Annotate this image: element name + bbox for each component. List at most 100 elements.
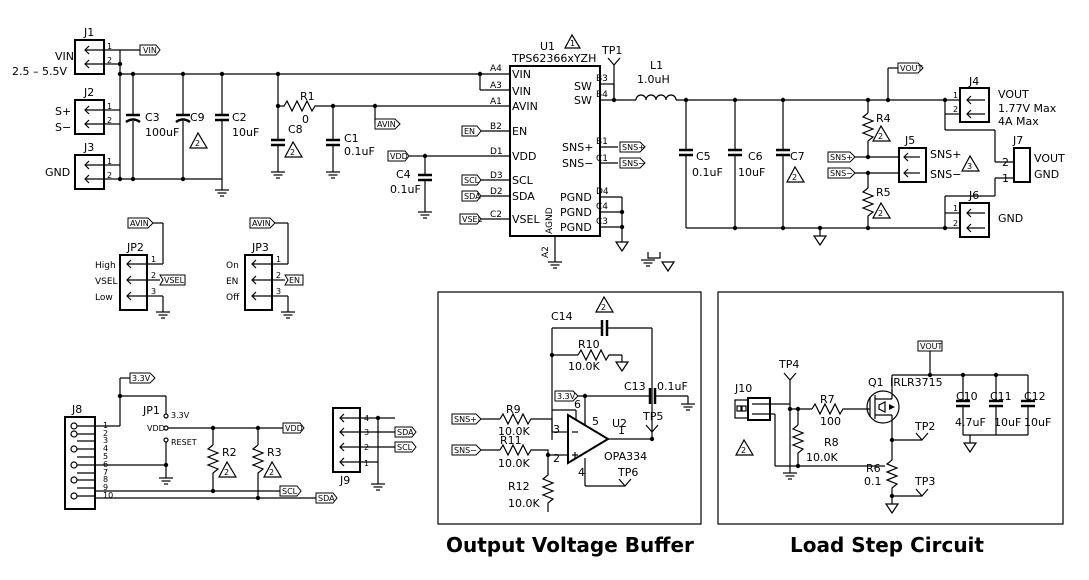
j8-pin8: 8: [103, 475, 108, 484]
u1-pin-a3-name: VIN: [512, 85, 531, 98]
c4-value: 0.1uF: [390, 183, 421, 196]
snsp-flag-buffer: SNS+: [454, 415, 477, 424]
vout-flag-top: [897, 62, 924, 74]
c6-value: 10uF: [738, 166, 765, 179]
j5-label-sp: SNS+: [930, 148, 961, 161]
v33-flag-j8-label: 3.3V: [132, 374, 151, 383]
r4-ref: R4: [876, 112, 891, 125]
vdd-flag-u1: [387, 150, 410, 162]
u2-pin2: 2: [553, 452, 560, 465]
jp2-low: Low: [95, 293, 113, 303]
u1-pin-a4-name: VIN: [512, 68, 531, 81]
r10-value: 10.0K: [568, 360, 600, 373]
jp3-en-flag: EN: [289, 276, 300, 285]
u2-pin1: 1: [618, 424, 625, 437]
r11-value: 10.0K: [498, 457, 530, 470]
u1-pin-d4-name: PGND: [560, 191, 592, 204]
c9-note: 2: [195, 139, 200, 148]
j8-pin1: 1: [103, 421, 108, 430]
j4-label-vout: VOUT: [998, 88, 1029, 101]
snsp-flag-right-label: SNS+: [830, 153, 853, 162]
j7-pin2: 2: [1002, 156, 1009, 169]
jp1-jumper: JP1 3.3V VDD RESET: [142, 404, 197, 447]
j5-connector: J5 SNS+ SNS− 3: [898, 134, 981, 183]
r5-note: 2: [878, 209, 883, 218]
r4-note: 2: [878, 132, 883, 141]
r4: R4 2: [861, 97, 892, 157]
c3: C3 100uF: [125, 71, 179, 182]
vout-flag-top-label: VOUT: [900, 64, 922, 73]
jp1-ref: JP1: [142, 404, 160, 417]
jp2-ref: JP2: [126, 241, 144, 254]
c13-ref: C13: [624, 380, 646, 393]
j8-pin6: 6: [103, 460, 108, 469]
c6-ref: C6: [748, 150, 763, 163]
j2-connector: J2 1 2 S+ S−: [55, 86, 112, 135]
c2-value: 10uF: [232, 126, 259, 139]
j3-connector: J3 1 2 GND: [45, 141, 112, 190]
q1-part: IRLR3715: [890, 376, 943, 389]
u1-pin-a2: A2: [541, 246, 551, 258]
j4-ref: J4: [968, 75, 979, 88]
jp1-p3: RESET: [171, 438, 197, 447]
u1-pin-c1: C1: [596, 154, 608, 164]
j5-note: 3: [967, 162, 972, 171]
u1-pin-d1: D1: [490, 147, 503, 157]
u1-pin-c2: C2: [490, 210, 502, 220]
j1-label-vin: VIN: [55, 50, 74, 63]
sda-flag-j8-label: SDA: [318, 494, 335, 503]
sda-flag-j9-label: SDA: [397, 428, 414, 437]
jp3-pin3: 3: [276, 287, 281, 296]
u1-pin-c3: C3: [596, 217, 608, 227]
c8: C8 2: [270, 106, 304, 179]
u1-pin-c1-name: SNS−: [562, 157, 593, 170]
jp2-pin1: 1: [151, 255, 156, 264]
u1-pin-d3: D3: [490, 171, 503, 181]
c10-ref: C10: [956, 390, 978, 403]
load-section: Load Step Circuit J10 2 TP4 R7 100 R8 10…: [717, 291, 1064, 557]
jp2-pin2: 2: [151, 271, 156, 280]
l1-inductor: L1 1.0uH: [614, 59, 960, 101]
j8-pin10: 10: [103, 491, 113, 500]
c4: C4 0.1uF: [390, 153, 433, 219]
r2-note: 2: [224, 468, 229, 477]
scl-flag-u1-label: SCL: [464, 176, 480, 185]
en-flag-u1-label: EN: [464, 127, 475, 136]
u1-note: 1: [570, 39, 575, 48]
c8-note: 2: [290, 148, 295, 157]
jp1-p1: 3.3V: [171, 411, 190, 420]
c9: C9 2: [175, 71, 209, 182]
tp1-ref: TP1: [601, 44, 622, 57]
vsel-flag-u1-label: VSEL: [462, 215, 483, 224]
j7-ref: J7: [1012, 134, 1023, 147]
j6-pin1: 1: [953, 204, 958, 213]
c12-value: 10uF: [1024, 416, 1051, 429]
u1-pin-b4-name: SW: [574, 94, 592, 107]
vdd-flag-u1-label: VDD: [390, 152, 408, 161]
r11-ref: R11: [500, 434, 522, 447]
r3-ref: R3: [267, 446, 282, 459]
v33-flag-buffer: 3.3V: [557, 392, 576, 401]
c14-ref: C14: [551, 310, 573, 323]
jp2-pin3: 3: [151, 287, 156, 296]
j10-ref: J10: [734, 382, 752, 395]
snsp-flag-right: [827, 151, 856, 163]
u1-pin-b4: B4: [596, 90, 608, 100]
r6-value: 0.1: [864, 475, 882, 488]
r1-ref: R1: [300, 90, 315, 103]
r10-ref: R10: [578, 338, 600, 351]
u1-part: TPS62366xYZH: [511, 52, 596, 65]
jp3-pin2: 2: [276, 271, 281, 280]
r8-value: 10.0K: [806, 451, 838, 464]
c3-ref: C3: [145, 111, 160, 124]
jp2-mid: VSEL: [95, 277, 118, 287]
u2-pin6: 6: [574, 398, 581, 411]
u1-pin-d1-name: VDD: [512, 150, 536, 163]
c7-ref: C7: [790, 150, 805, 163]
jp3-mid: EN: [226, 277, 238, 287]
c12-ref: C12: [1024, 390, 1046, 403]
j9-connector: J9 4 3 2 1: [332, 407, 395, 487]
u1-pin-b1-name: SNS+: [562, 141, 593, 154]
r5-ref: R5: [876, 186, 891, 199]
en-flag-u1: [461, 125, 482, 137]
